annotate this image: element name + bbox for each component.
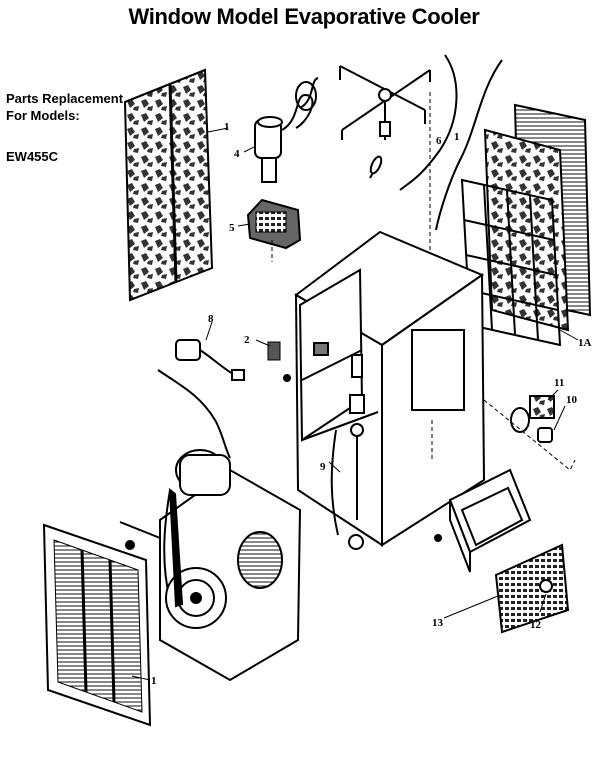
callout-label: 13 — [432, 617, 444, 629]
callout-label: 12 — [530, 619, 542, 631]
parts-heading-line-1: Parts Replacement — [6, 91, 124, 106]
callout-label: 10 — [566, 394, 578, 406]
leader-line — [243, 145, 257, 153]
bracket-line — [435, 59, 503, 231]
callout-label: 6 — [436, 135, 442, 147]
screw — [434, 534, 442, 542]
power-cord-plug — [175, 339, 245, 381]
water-supply-line — [348, 354, 365, 550]
callout-label: 8 — [208, 313, 214, 325]
callout-label: 9 — [320, 461, 326, 473]
callout-label: 1 — [151, 675, 157, 687]
parts-heading-line-2: For Models: — [6, 108, 80, 123]
leader-line — [237, 223, 251, 227]
dashed-guide — [483, 399, 576, 471]
bracket-line — [330, 429, 339, 536]
screw — [283, 374, 291, 382]
right-filter-pad — [483, 128, 570, 332]
callout-label: 5 — [229, 222, 235, 234]
leader-line — [328, 461, 341, 473]
float-switch-assembly — [246, 198, 302, 250]
water-pump — [254, 77, 319, 183]
leader-line — [553, 405, 566, 431]
callout-label: 4 — [234, 148, 240, 160]
leader-line — [205, 321, 213, 341]
front-duct-housing — [448, 468, 532, 573]
callout-label: 1A — [578, 337, 592, 349]
blower-motor-assembly — [119, 449, 302, 682]
cooler-cabinet — [294, 230, 486, 547]
leader-line — [559, 329, 579, 341]
screw — [125, 540, 135, 550]
callout-label: 1 — [224, 121, 230, 133]
leader-line — [131, 675, 151, 681]
leader-line — [207, 127, 229, 133]
leader-line — [255, 339, 271, 347]
leader-line — [547, 389, 559, 401]
callout-label: 2 — [244, 334, 250, 346]
control-panel-grille — [494, 543, 570, 634]
bracket-clip — [267, 341, 281, 361]
diagram-title: Window Model Evaporative Cooler — [128, 4, 480, 29]
distributor-tube — [399, 54, 458, 191]
callout-label: 11 — [554, 377, 564, 389]
callout-label: 1 — [454, 131, 460, 143]
leader-line — [443, 595, 499, 619]
selector-switch — [510, 395, 555, 433]
water-distributor-spider — [339, 65, 431, 179]
front-louver-grille — [42, 523, 152, 727]
control-knob — [537, 427, 553, 443]
model-number: EW455C — [6, 149, 59, 164]
leader-line — [539, 593, 547, 613]
left-filter-pad-panel — [123, 68, 214, 302]
motor-lead-wire — [157, 369, 231, 459]
